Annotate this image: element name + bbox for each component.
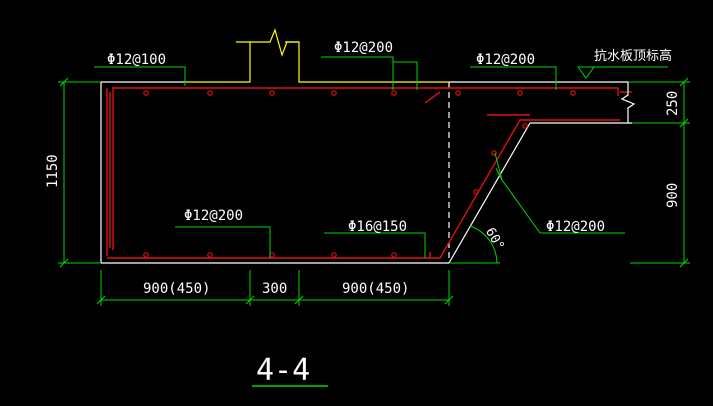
concrete-outline (100, 81, 632, 264)
dim-height-total: 1150 (45, 154, 61, 188)
label-top-middle: Φ12@200 (334, 40, 393, 56)
label-elevation: 抗水板顶标高 (594, 48, 672, 64)
leader-lines (94, 56, 668, 258)
label-bottom-left: Φ12@200 (184, 208, 243, 224)
label-top-right: Φ12@200 (476, 52, 535, 68)
label-angle: 60° (482, 225, 507, 253)
label-top-left: Φ12@100 (107, 52, 166, 68)
dim-right-top: 250 (665, 91, 681, 116)
dim-bottom-middle: 300 (262, 281, 287, 297)
wall-outline (185, 28, 449, 83)
dim-right-bottom: 900 (665, 183, 681, 208)
dim-bottom-left: 900(450) (143, 281, 210, 297)
label-bottom-middle: Φ16@150 (348, 219, 407, 235)
rebar-dots (143, 90, 576, 258)
angle-arc (469, 225, 498, 264)
dimension-lines (58, 77, 690, 306)
rebar (106, 87, 632, 259)
dim-bottom-right: 900(450) (342, 281, 409, 297)
label-slope-right: Φ12@200 (546, 219, 605, 235)
section-title: 4-4 (256, 353, 310, 388)
